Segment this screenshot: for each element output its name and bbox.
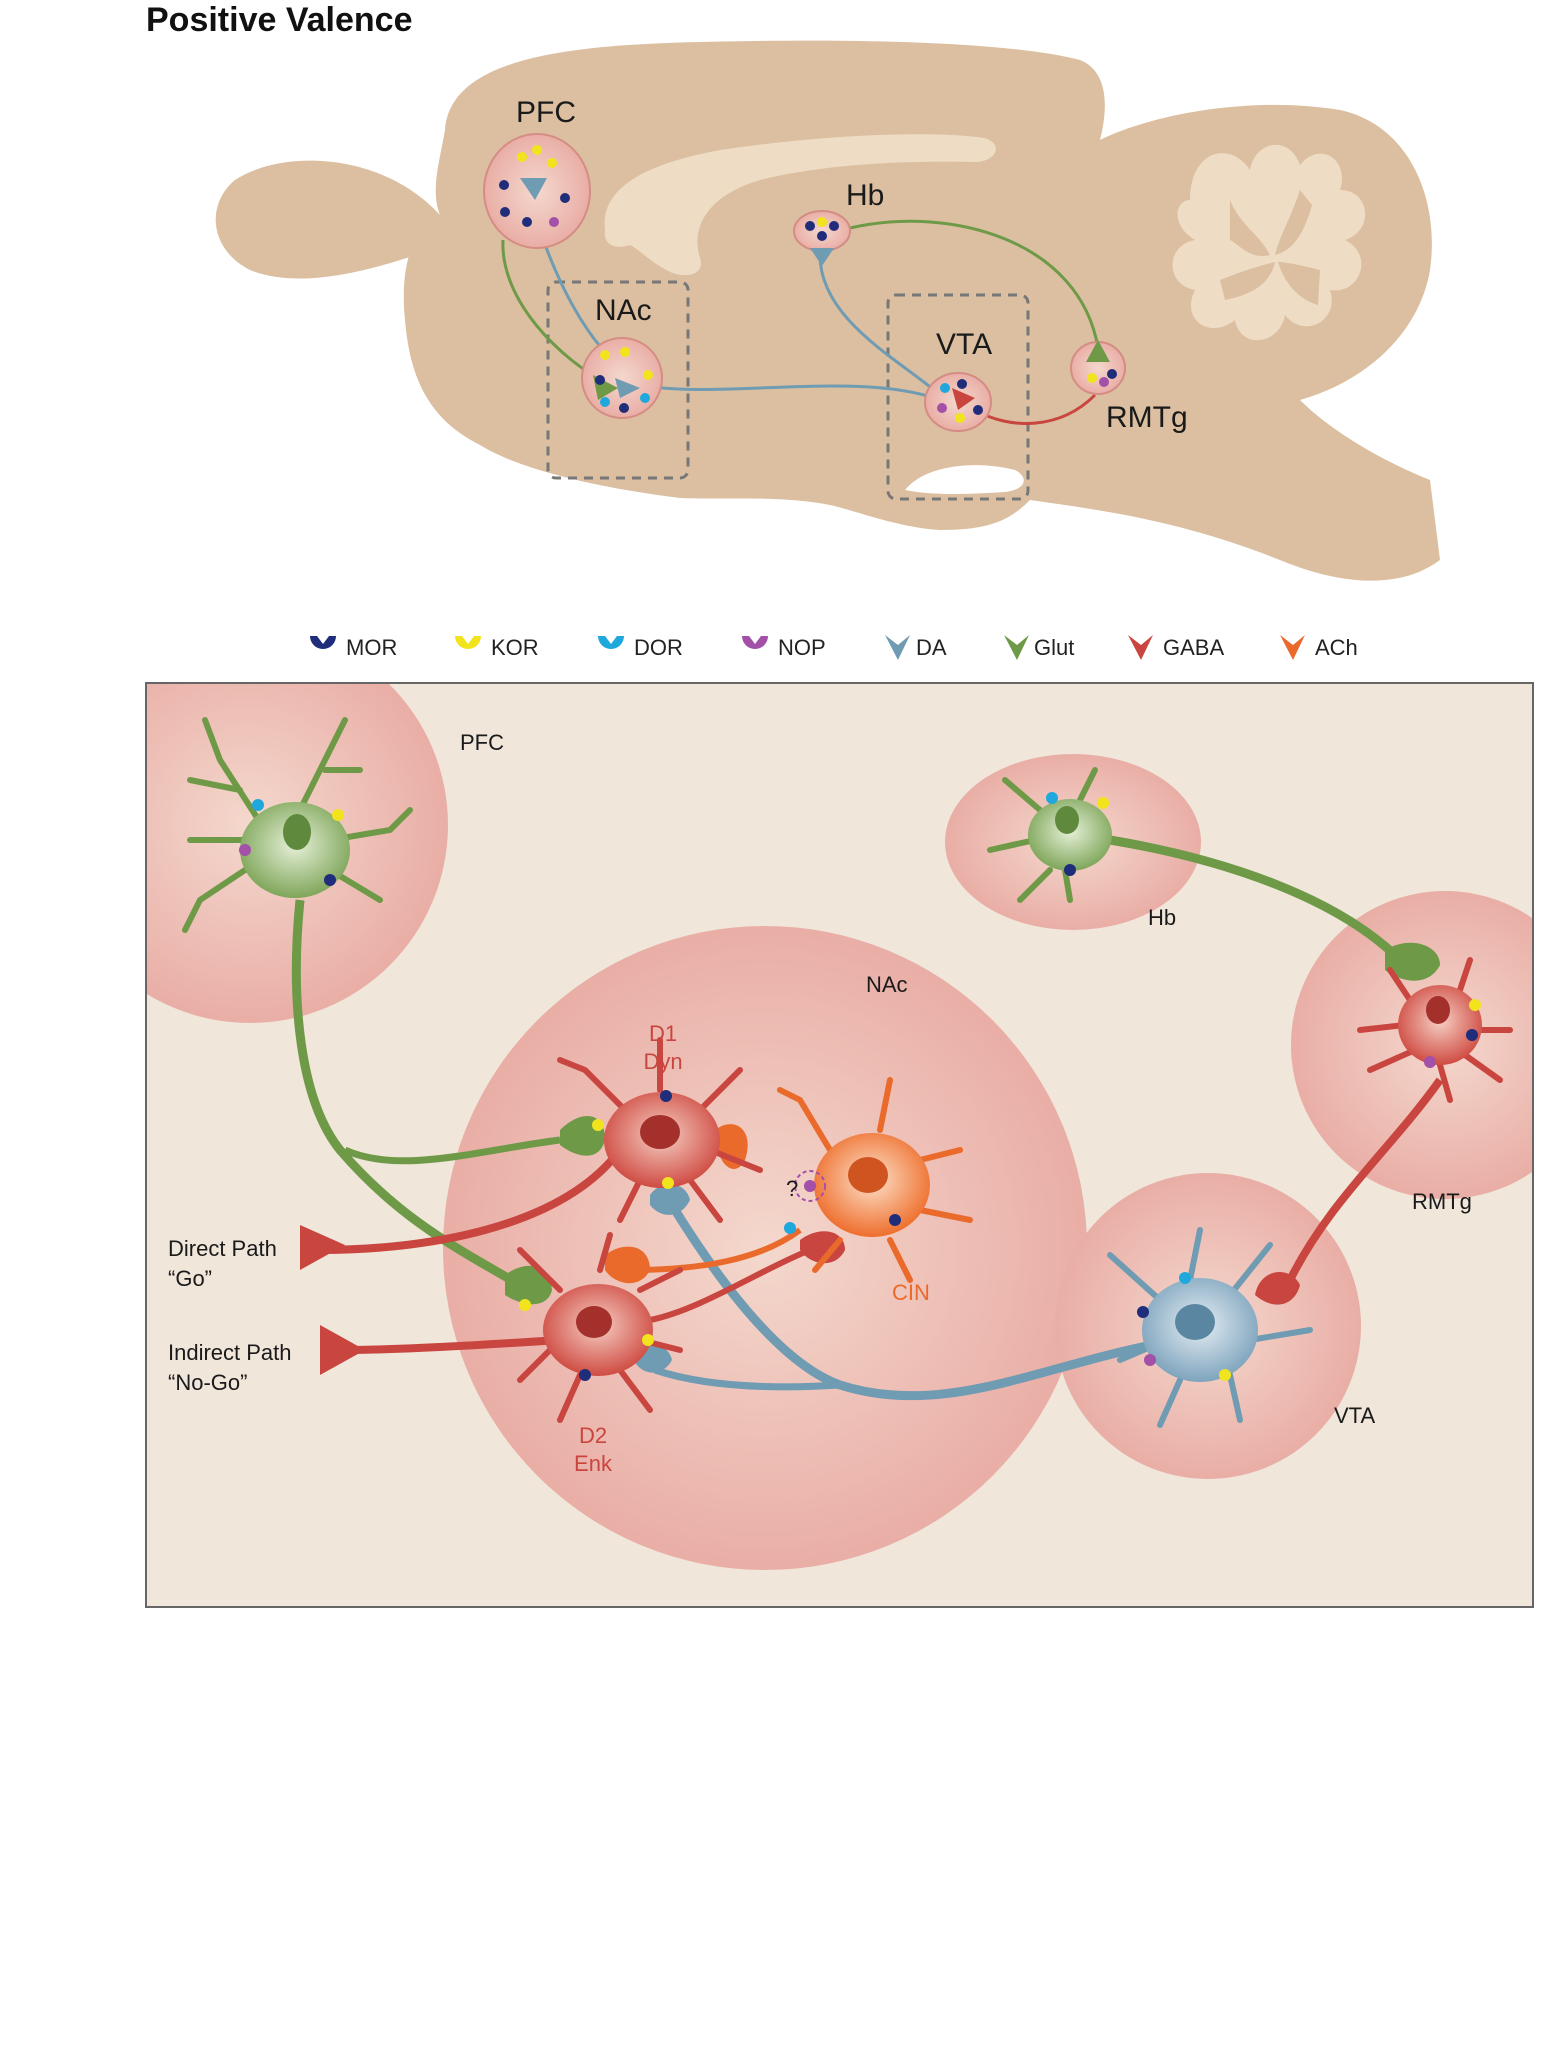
cin-axon: [629, 1227, 802, 1273]
panel-label-direct-path: Direct Path: [168, 1236, 277, 1261]
cin-ach-terminal: [605, 1246, 650, 1284]
d2-neuron: [517, 1232, 683, 1423]
top-nac-da-terminal: [615, 378, 640, 398]
legend-item-kor: KOR: [455, 635, 539, 660]
rmtg-axon: [1286, 1077, 1444, 1282]
legend-item-ach: ACh: [1280, 635, 1358, 660]
top-vta-gaba-terminal: [952, 388, 975, 410]
panel-label-indirect-path: Indirect Path: [168, 1340, 292, 1365]
legend-item-glut: Glut: [1004, 635, 1074, 660]
panel-label-question: ?: [786, 1176, 798, 1201]
cin-nucleus: [848, 1157, 888, 1193]
top-label-hb: Hb: [846, 179, 884, 212]
pfc-glut-terminal-d2: [505, 1265, 552, 1305]
dor-receptor-icon: [598, 636, 624, 649]
vta-neuron: [1107, 1227, 1313, 1428]
pfc-soma: [240, 802, 350, 898]
nac-vta-da-path: [639, 383, 941, 402]
panel-label-dyn: Dyn: [643, 1049, 682, 1074]
legend-label-ach: ACh: [1315, 635, 1358, 660]
panel-label-nac: NAc: [866, 972, 908, 997]
d1-neuron: [557, 1037, 763, 1223]
figure-title: Positive Valence: [146, 1, 413, 39]
pfc-axon-branch: [343, 1136, 561, 1165]
legend-item-da: DA: [885, 635, 947, 660]
rmtg-neuron: [1357, 957, 1513, 1103]
mor-receptor-icon: [310, 636, 336, 649]
d2-gaba-terminal-cin: [800, 1231, 845, 1264]
top-label-nac: NAc: [595, 294, 652, 327]
corpus-callosum: [604, 134, 996, 276]
legend-item-dor: DOR: [598, 635, 683, 660]
hb-glut-terminal: [1385, 942, 1440, 981]
indirect-path-input-terminal: [320, 1325, 365, 1375]
gaba-terminal-icon: [1128, 635, 1153, 660]
cin-neuron: [777, 1077, 973, 1283]
top-label-rmtg: RMTg: [1106, 401, 1188, 434]
legend-item-gaba: GABA: [1128, 635, 1224, 660]
da-terminal-icon: [885, 635, 910, 660]
rmtg-soma: [1398, 985, 1482, 1065]
d2-collateral: [649, 1247, 812, 1323]
legend-item-mor: MOR: [310, 635, 397, 660]
pfc-axon: [291, 899, 523, 1289]
nop-receptor-icon: [742, 636, 768, 649]
top-pfc-da-terminal: [520, 178, 547, 200]
vta-highlight-box: [886, 293, 1030, 501]
legend: MOR KOR DOR NOP DA Glut GABA ACh: [310, 635, 1358, 660]
panel-label-vta: VTA: [1334, 1403, 1375, 1428]
pfc-neuron: [182, 717, 413, 933]
panel-label-d2: D2: [579, 1423, 607, 1448]
cin-nop-question-ring: [794, 1170, 826, 1202]
rmtg-gaba-terminal: [1255, 1272, 1300, 1305]
vta-axon-branch: [653, 1366, 841, 1391]
d1-axon: [319, 1147, 624, 1254]
legend-label-glut: Glut: [1034, 635, 1074, 660]
panel-border: [145, 682, 1534, 1608]
da-terminal-d1: [650, 1184, 690, 1215]
lower-cavity: [905, 465, 1024, 494]
legend-item-nop: NOP: [742, 635, 826, 660]
legend-label-dor: DOR: [634, 635, 683, 660]
legend-label-mor: MOR: [346, 635, 397, 660]
panel-label-nogo: “No-Go”: [168, 1370, 247, 1395]
hb-nucleus: [1055, 806, 1079, 834]
vta-axon: [671, 1207, 1181, 1401]
olfactory-bulb: [215, 160, 445, 279]
hb-soma: [1028, 799, 1112, 871]
top-receptors: [499, 145, 1117, 423]
legend-label-da: DA: [916, 635, 947, 660]
hb-neuron: [987, 767, 1112, 903]
top-label-pfc: PFC: [516, 96, 576, 129]
legend-label-kor: KOR: [491, 635, 539, 660]
d1-nucleus: [640, 1115, 680, 1149]
legend-label-nop: NOP: [778, 635, 826, 660]
panel-label-enk: Enk: [574, 1451, 613, 1476]
glut-terminal-icon: [1004, 635, 1029, 660]
vta-nucleus: [1175, 1304, 1215, 1340]
panel-label-pfc: PFC: [460, 730, 504, 755]
d2-nucleus: [576, 1306, 612, 1338]
top-hb-da-terminal: [810, 248, 834, 266]
direct-path-input-terminal: [300, 1225, 345, 1270]
panel-label-hb: Hb: [1148, 905, 1176, 930]
panel-label-d1: D1: [649, 1021, 677, 1046]
nac-highlight-box: [546, 280, 690, 480]
top-label-vta: VTA: [936, 328, 992, 361]
panel-label-rmtg: RMTg: [1412, 1189, 1472, 1214]
panel-label-cin: CIN: [892, 1280, 930, 1305]
kor-receptor-icon: [455, 636, 481, 649]
hb-rmtg-glut-path: [849, 219, 1100, 349]
rmtg-nucleus: [1426, 996, 1450, 1024]
circuit-panel: PFC Hb NAc RMTg VTA D1 Dyn D2 Enk CIN ? …: [145, 682, 1534, 1608]
panel-label-go: “Go”: [168, 1266, 212, 1291]
hb-axon: [1109, 835, 1404, 964]
ach-terminal-icon: [1280, 635, 1305, 660]
pfc-nucleus: [283, 814, 311, 850]
legend-label-gaba: GABA: [1163, 635, 1224, 660]
top-rmtg-glut-terminal: [1086, 340, 1110, 362]
hb-vta-path: [818, 254, 941, 397]
brain-sagittal-section: [215, 40, 1441, 581]
